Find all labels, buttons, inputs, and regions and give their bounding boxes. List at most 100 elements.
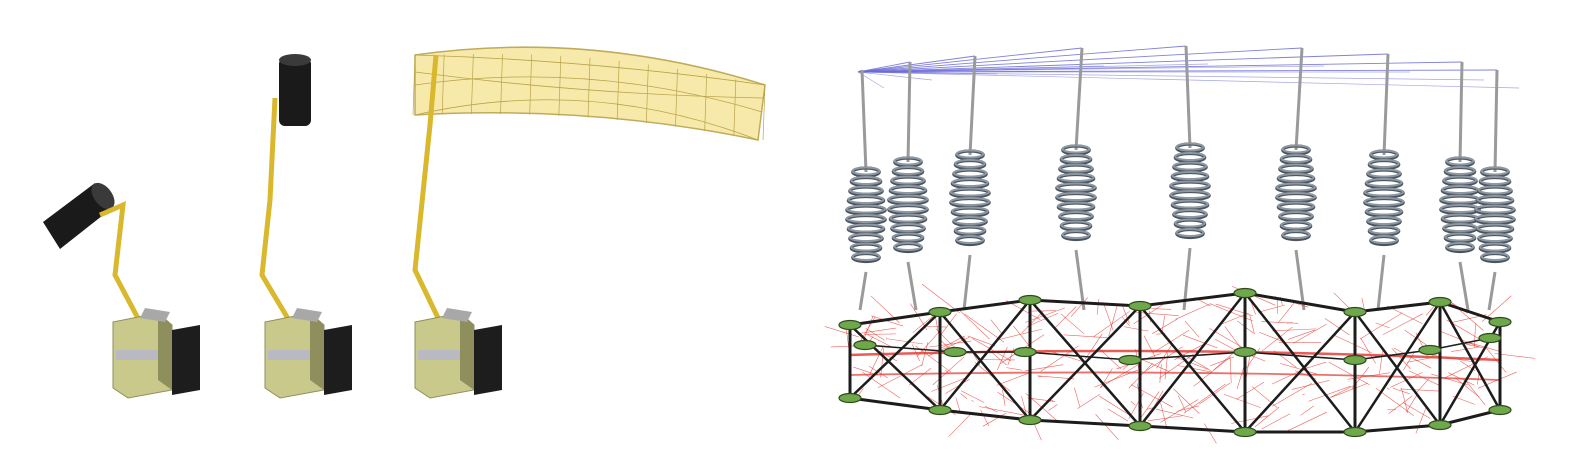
mesh-strand xyxy=(1300,405,1314,416)
mesh-strand xyxy=(1021,396,1028,416)
spring-coil-highlight xyxy=(851,166,881,176)
mesh-strand xyxy=(990,319,1003,335)
reflector-rib xyxy=(616,60,620,120)
mesh-strand xyxy=(1466,344,1485,349)
mesh-strand xyxy=(1302,393,1305,395)
mesh-strand xyxy=(1123,326,1149,332)
reflector-ribs xyxy=(412,53,766,141)
spring-coil-highlight xyxy=(893,156,923,166)
mesh-strand xyxy=(1400,388,1440,392)
mesh-strand xyxy=(1151,308,1172,310)
mesh-strand xyxy=(1230,358,1232,384)
truss-diagonal xyxy=(939,299,1031,411)
spring-coil-highlight xyxy=(1055,192,1097,201)
reflector-rib xyxy=(529,54,533,115)
mesh-strand xyxy=(1093,311,1130,337)
cable xyxy=(857,71,933,81)
mesh-strand xyxy=(1236,381,1265,400)
mesh-strand xyxy=(1130,384,1173,408)
mesh-strand xyxy=(862,372,901,399)
mesh-strand xyxy=(926,326,947,328)
mesh-strand xyxy=(1095,414,1119,440)
mesh-strand xyxy=(1173,388,1200,414)
mesh-strand xyxy=(1175,303,1211,320)
mesh-strand xyxy=(1379,347,1384,375)
spring-coil-highlight xyxy=(955,149,985,159)
truss-node xyxy=(1343,354,1367,366)
mesh-strand xyxy=(877,364,923,388)
reflector-rib xyxy=(675,69,678,127)
reflector-rib xyxy=(704,73,708,131)
mesh-strand xyxy=(1002,389,1006,406)
truss-node xyxy=(1428,296,1452,308)
mast xyxy=(860,69,868,173)
spring-coil-highlight xyxy=(850,242,882,252)
mesh-strand xyxy=(1473,323,1476,348)
spring-coil-highlight xyxy=(845,214,887,223)
mesh-strand xyxy=(1100,364,1139,388)
mesh-strand xyxy=(1463,378,1486,406)
mesh-strand xyxy=(982,412,1007,427)
mesh-strand xyxy=(1085,333,1103,360)
truss-node xyxy=(1478,332,1502,344)
truss-diagonal xyxy=(1139,305,1246,433)
mesh-strand xyxy=(1213,352,1234,371)
spring-coil-highlight xyxy=(1363,197,1405,206)
spring-coil-highlight xyxy=(1444,166,1476,175)
mesh-strand xyxy=(1077,394,1100,409)
spring-coil-highlight xyxy=(887,204,929,213)
spring-coil-highlight xyxy=(889,213,927,223)
mesh-strand xyxy=(1280,363,1317,375)
mesh-strand xyxy=(1136,312,1179,316)
spring-coil-highlight xyxy=(1368,159,1400,168)
mesh-strand xyxy=(989,350,1007,366)
spring-coil-highlight xyxy=(847,195,885,204)
mesh-strand xyxy=(1176,356,1211,371)
mesh-strand xyxy=(1152,318,1178,334)
mesh-strand xyxy=(1251,386,1278,408)
mesh-strand xyxy=(1021,310,1044,334)
mast xyxy=(906,61,912,163)
mesh-strand xyxy=(1361,297,1365,311)
mesh-strand xyxy=(1386,387,1390,390)
mesh-strand xyxy=(869,346,884,376)
mesh-strand xyxy=(921,283,960,314)
spring-coil-highlight xyxy=(1060,220,1092,230)
spring-coil-highlight xyxy=(1055,182,1097,192)
truss-diagonal xyxy=(1353,301,1442,433)
mesh-strand xyxy=(1393,347,1432,369)
mesh-strand xyxy=(915,345,952,373)
spring-coil-highlight xyxy=(952,168,988,178)
mesh-strand xyxy=(939,313,957,337)
stage-boom-extended-satellite xyxy=(259,54,352,399)
spring-coil-highlight xyxy=(892,232,924,242)
spring-coil-highlight xyxy=(1281,144,1311,154)
spring-coil-highlight xyxy=(892,166,924,175)
truss-nodes xyxy=(838,287,1512,438)
spring-coil-highlight xyxy=(1060,154,1092,163)
mesh-strand xyxy=(960,393,968,400)
spring-dampers xyxy=(845,142,1516,264)
cable xyxy=(857,55,976,73)
mast-lower xyxy=(906,261,918,311)
truss-node xyxy=(838,319,862,331)
spring-coil-highlight xyxy=(851,252,881,261)
spring-coil-highlight xyxy=(1474,204,1516,214)
mesh-strand xyxy=(1284,411,1328,433)
stage-stowed-satellite xyxy=(43,182,200,399)
spring-coil-highlight xyxy=(1061,144,1091,154)
truss-node xyxy=(1488,316,1512,328)
spring-coil-highlight xyxy=(1368,225,1400,235)
mast-lower xyxy=(1294,249,1306,311)
masts xyxy=(858,45,1499,311)
mesh-strand xyxy=(1176,405,1199,412)
stage-reflector-deployed-satellite xyxy=(412,46,766,399)
spring-coil-highlight xyxy=(1058,163,1094,173)
spring-coil-highlight xyxy=(1277,173,1315,182)
mesh-strand xyxy=(1138,391,1160,421)
truss-node xyxy=(1233,426,1257,438)
satellite-bus xyxy=(264,308,352,399)
reflector-rib xyxy=(762,84,766,141)
mesh-strand xyxy=(997,328,1043,341)
mesh-strand xyxy=(1107,408,1129,422)
